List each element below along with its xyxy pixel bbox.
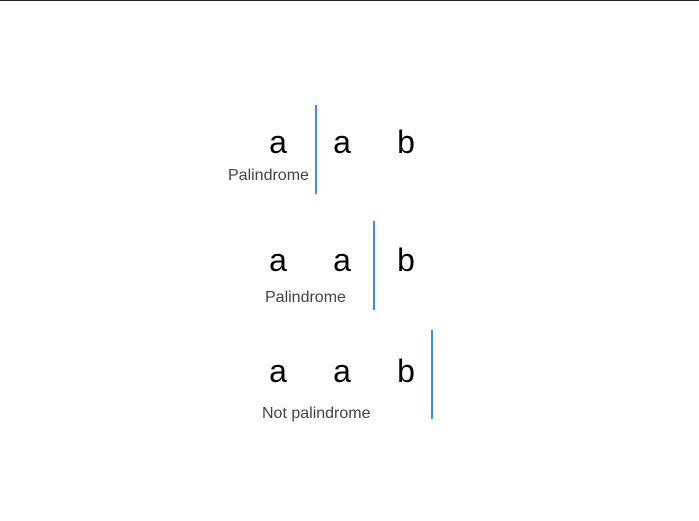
row-1-letter-2: a xyxy=(333,124,351,160)
row-2-letter-1: a xyxy=(269,242,287,278)
row-3-caption: Not palindrome xyxy=(262,405,371,422)
row-1-letter-3: b xyxy=(397,124,415,160)
row-1-split-divider xyxy=(315,105,317,194)
row-3-split-divider xyxy=(431,330,433,419)
partition-row-1: a a b Palindrome xyxy=(0,0,699,194)
row-2-letter-2: a xyxy=(333,242,351,278)
row-1-caption: Palindrome xyxy=(228,167,309,184)
row-1-letter-1: a xyxy=(269,124,287,160)
partition-row-2: a a b Palindrome xyxy=(0,0,699,310)
row-2-letter-3: b xyxy=(397,242,415,278)
row-3-letter-1: a xyxy=(269,353,287,389)
row-2-caption: Palindrome xyxy=(265,289,346,306)
partition-row-3: a a b Not palindrome xyxy=(0,0,699,422)
row-3-letter-3: b xyxy=(397,353,415,389)
row-2-split-divider xyxy=(373,221,375,310)
top-border xyxy=(0,0,699,1)
row-3-letter-2: a xyxy=(333,353,351,389)
